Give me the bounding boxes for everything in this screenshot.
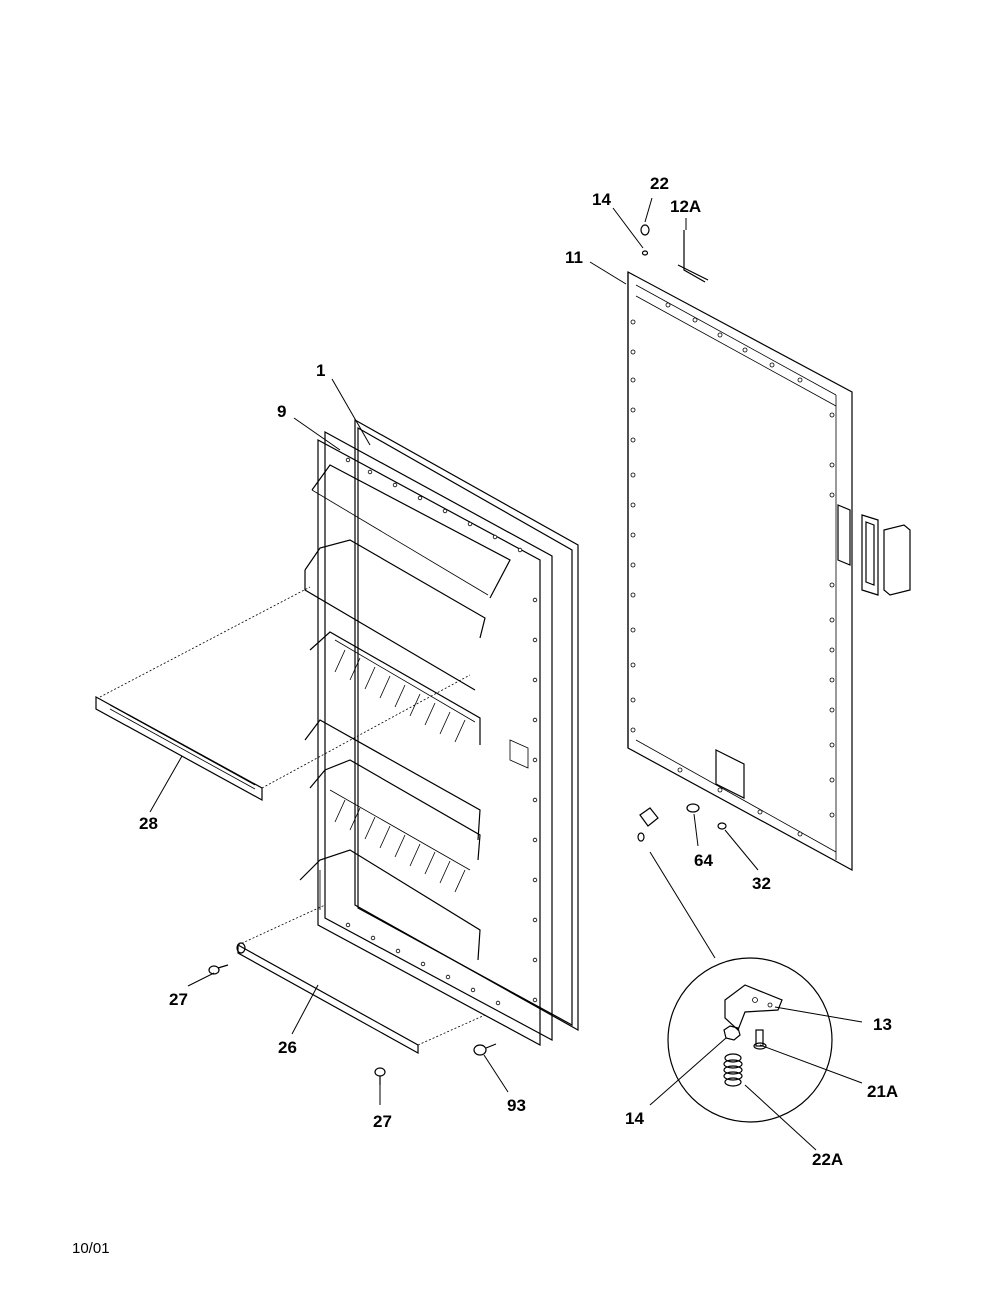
bottom-hardware bbox=[637, 803, 727, 842]
hinge-bracket-13 bbox=[724, 984, 783, 1032]
callout-22-top: 22 bbox=[650, 174, 669, 193]
shelf-rail-26 bbox=[236, 904, 486, 1055]
shelf-ribs-upper bbox=[334, 649, 466, 743]
callout-1: 1 bbox=[316, 361, 325, 380]
callout-13: 13 bbox=[873, 1015, 892, 1034]
callout-27-bottom: 27 bbox=[373, 1112, 392, 1131]
door-shelf-lower bbox=[299, 759, 481, 961]
callout-28: 28 bbox=[139, 814, 158, 833]
callout-14-top: 14 bbox=[592, 190, 611, 209]
washer-14 bbox=[723, 1025, 741, 1041]
shelf-bar-28 bbox=[95, 586, 471, 802]
leader-lines bbox=[149, 197, 863, 1151]
callout-14-detail: 14 bbox=[625, 1109, 644, 1128]
door-shelf-upper bbox=[304, 539, 486, 841]
top-hinge-bracket bbox=[677, 230, 709, 283]
callout-26: 26 bbox=[278, 1038, 297, 1057]
panel-mounting-holes bbox=[630, 302, 835, 837]
top-hardware-14-22 bbox=[640, 224, 650, 256]
liner-rivets bbox=[345, 457, 538, 1006]
date-code: 10/01 bbox=[72, 1240, 110, 1257]
hinge-pin-21A bbox=[753, 1029, 767, 1050]
outer-door-panel bbox=[627, 230, 911, 872]
callout-93: 93 bbox=[507, 1096, 526, 1115]
callout-12A: 12A bbox=[670, 197, 701, 216]
callout-64: 64 bbox=[694, 851, 713, 870]
inner-door-liner bbox=[299, 418, 579, 1047]
callout-22A: 22A bbox=[812, 1150, 843, 1169]
hinge-detail-view bbox=[667, 957, 833, 1123]
callout-labels: 22 14 12A 11 1 9 28 64 32 27 26 27 93 13… bbox=[139, 174, 898, 1169]
liner-tab bbox=[509, 739, 529, 769]
callout-21A: 21A bbox=[867, 1082, 898, 1101]
bottom-bracket bbox=[715, 749, 745, 799]
screw-93 bbox=[473, 1043, 497, 1056]
callout-27-left: 27 bbox=[169, 990, 188, 1009]
door-handle bbox=[837, 504, 911, 596]
screw-27-left bbox=[208, 964, 229, 975]
spring-22A bbox=[723, 1053, 743, 1087]
callout-9: 9 bbox=[277, 402, 286, 421]
shelf-ribs-lower bbox=[334, 799, 466, 893]
callout-32: 32 bbox=[752, 874, 771, 893]
callout-11: 11 bbox=[565, 248, 583, 267]
